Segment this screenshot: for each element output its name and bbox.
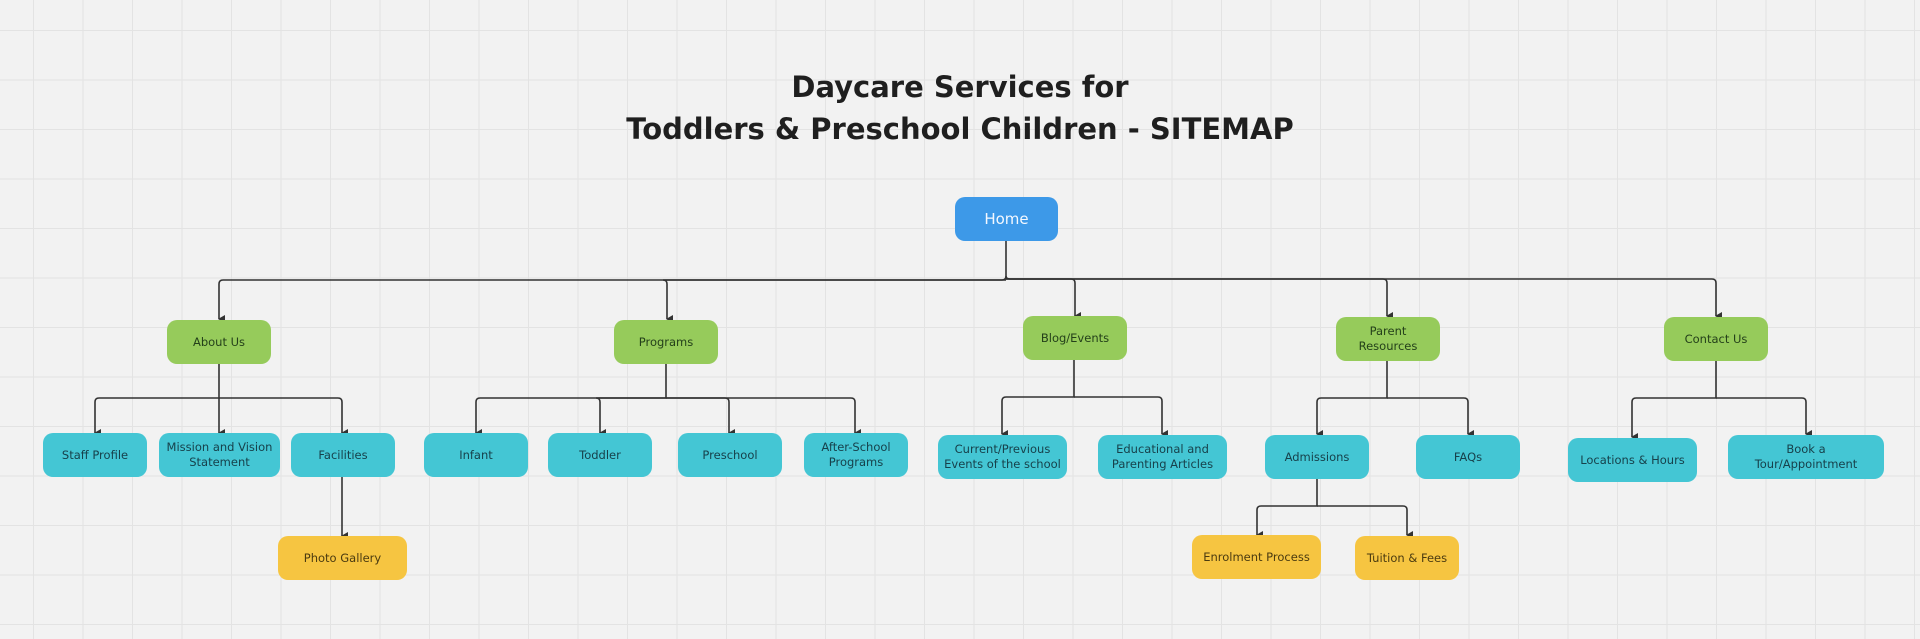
node-label: Mission and Vision Statement — [166, 440, 273, 469]
node-blog-events[interactable]: Blog/Events — [1023, 316, 1127, 360]
node-label: Locations & Hours — [1580, 452, 1685, 467]
node-preschool[interactable]: Preschool — [678, 433, 782, 477]
title-line-2: Toddlers & Preschool Children - SITEMAP — [626, 112, 1294, 146]
node-facilities[interactable]: Facilities — [291, 433, 395, 477]
node-after-school[interactable]: After-School Programs — [804, 433, 908, 477]
node-infant[interactable]: Infant — [424, 433, 528, 477]
node-label: Educational and Parenting Articles — [1111, 442, 1214, 471]
node-book-tour[interactable]: Book a Tour/Appointment — [1728, 435, 1884, 479]
node-parent-resources[interactable]: Parent Resources — [1336, 317, 1440, 361]
node-label: Facilities — [318, 447, 368, 462]
node-staff-profile[interactable]: Staff Profile — [43, 433, 147, 477]
page-title: Daycare Services for Toddlers & Preschoo… — [0, 66, 1920, 150]
node-photo-gallery[interactable]: Photo Gallery — [278, 536, 407, 580]
node-about-us[interactable]: About Us — [167, 320, 271, 364]
node-contact-us[interactable]: Contact Us — [1664, 317, 1768, 361]
node-label: Staff Profile — [61, 447, 129, 462]
node-admissions[interactable]: Admissions — [1265, 435, 1369, 479]
node-label: Toddler — [579, 447, 621, 462]
node-mission-vision[interactable]: Mission and Vision Statement — [159, 433, 280, 477]
node-current-previous-events[interactable]: Current/Previous Events of the school — [938, 435, 1067, 479]
node-label: Parent Resources — [1358, 324, 1418, 353]
node-home-label: Home — [984, 209, 1029, 228]
node-label: Infant — [459, 447, 493, 462]
node-label: Current/Previous Events of the school — [944, 442, 1061, 471]
node-label: Blog/Events — [1040, 330, 1110, 345]
node-label: Tuition & Fees — [1366, 550, 1448, 565]
node-tuition-fees[interactable]: Tuition & Fees — [1355, 536, 1459, 580]
node-home[interactable]: Home — [955, 197, 1058, 241]
node-programs[interactable]: Programs — [614, 320, 718, 364]
node-label: After-School Programs — [821, 440, 891, 469]
title-line-1: Daycare Services for — [791, 70, 1129, 104]
node-label: Admissions — [1284, 449, 1350, 464]
node-label: Contact Us — [1684, 331, 1748, 346]
node-label: Programs — [638, 334, 694, 349]
node-label: About Us — [192, 334, 246, 349]
node-faqs[interactable]: FAQs — [1416, 435, 1520, 479]
node-toddler[interactable]: Toddler — [548, 433, 652, 477]
node-label: Book a Tour/Appointment — [1754, 442, 1858, 471]
node-locations-hours[interactable]: Locations & Hours — [1568, 438, 1697, 482]
node-label: FAQs — [1453, 449, 1483, 464]
node-educational-articles[interactable]: Educational and Parenting Articles — [1098, 435, 1227, 479]
node-label: Photo Gallery — [303, 550, 382, 565]
node-enrolment-process[interactable]: Enrolment Process — [1192, 535, 1321, 579]
node-label: Preschool — [702, 447, 758, 462]
node-label: Enrolment Process — [1203, 549, 1310, 564]
